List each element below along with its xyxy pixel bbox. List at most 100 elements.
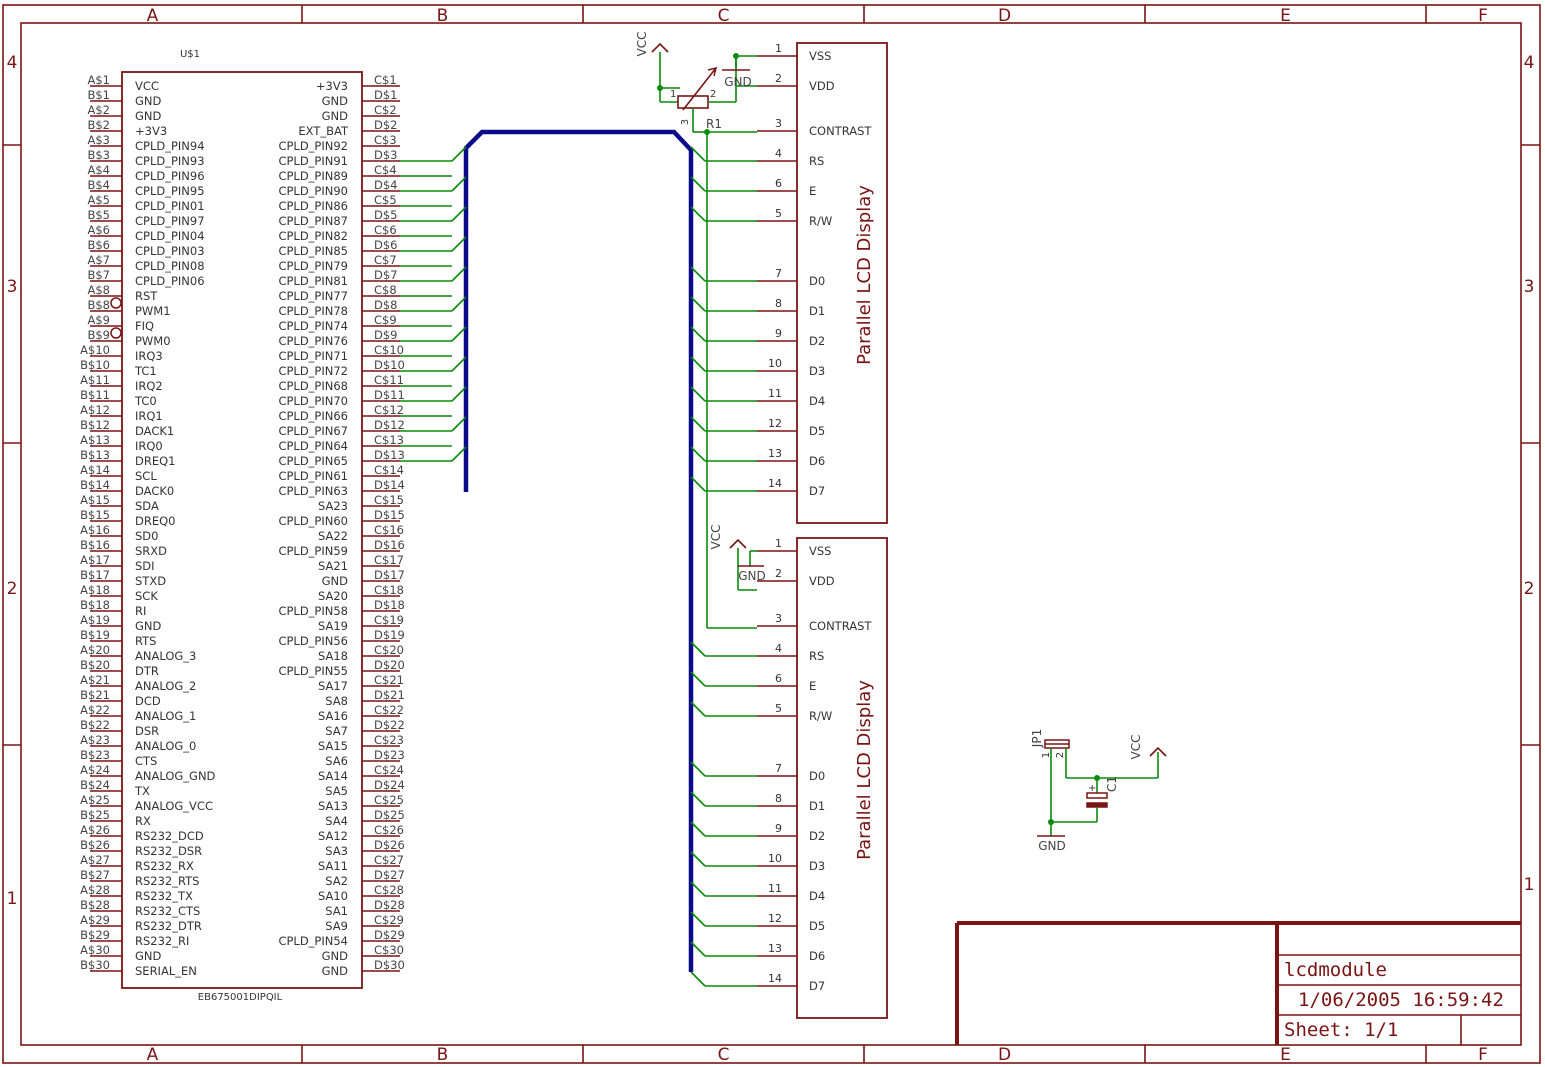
lcd-pin-name: D0 — [809, 769, 825, 783]
column-label-top: A — [147, 6, 159, 26]
lcd-pin-name: D3 — [809, 859, 825, 873]
u1-pad-label-left: B$30 — [80, 958, 110, 972]
u1-pad-label-right: C$6 — [374, 223, 397, 237]
bus-entry-slant — [451, 296, 467, 312]
u1-pin-name-right: SA22 — [318, 529, 348, 543]
u1-pad-label-right: C$28 — [374, 883, 404, 897]
u1-pin-name-left: RS232_DCD — [135, 829, 204, 843]
lcd-pin-number: 13 — [768, 942, 782, 955]
lcd-pin-name: D6 — [809, 949, 825, 963]
u1-pin-name-left: ANALOG_VCC — [135, 799, 213, 813]
u1-pin-name-right: SA3 — [325, 844, 348, 858]
u1-pin-name-left: SDI — [135, 559, 155, 573]
u1-pin-name-right: GND — [322, 574, 349, 588]
u1-pad-label-left: A$15 — [80, 493, 110, 507]
u1-pad-label-left: B$17 — [80, 568, 110, 582]
u1-pad-label-left: B$28 — [80, 898, 110, 912]
lcd-pin-number: 13 — [768, 447, 782, 460]
u1-pin-name-left: DACK1 — [135, 424, 174, 438]
lcd-body — [796, 537, 888, 1019]
lcd-bus-tap — [690, 971, 706, 987]
wires — [400, 129, 757, 987]
u1-pad-label-right: C$17 — [374, 553, 404, 567]
u1-pad-label-left: B$3 — [87, 148, 110, 162]
lcd-pin-number: 7 — [775, 762, 782, 775]
u1-pin-name-left: DTR — [135, 664, 159, 678]
u1-pin-name-right: SA20 — [318, 589, 348, 603]
column-label-bottom: C — [718, 1045, 730, 1065]
r1-arrow-head — [707, 66, 718, 77]
u1-pad-label-left: A$16 — [80, 523, 110, 537]
u1-pad-label-left: A$9 — [87, 313, 110, 327]
lcd-pin-name: R/W — [809, 709, 832, 723]
u1-pin-name-right: CPLD_PIN54 — [278, 934, 348, 948]
u1-pad-label-left: B$26 — [80, 838, 110, 852]
u1-pin-name-right: SA1 — [325, 904, 348, 918]
u1-pin-name-right: CPLD_PIN66 — [278, 409, 348, 423]
u1-pad-label-left: A$7 — [87, 253, 110, 267]
outer-border — [2, 4, 1541, 1064]
lcd-pin-name: D4 — [809, 394, 825, 408]
u1-pin-name-left: RST — [135, 289, 158, 303]
vcc-label: VCC — [635, 32, 649, 57]
u1-pad-label-right: D$28 — [374, 898, 405, 912]
u1-pad-label-right: C$2 — [374, 103, 397, 117]
r1-pin2-label: 2 — [710, 89, 716, 100]
u1-pin-name-left: DCD — [135, 694, 161, 708]
u1-pad-label-right: D$11 — [374, 388, 405, 402]
column-label-top: B — [437, 6, 449, 26]
lcd-bus-tap — [690, 176, 706, 192]
column-label-top: C — [718, 6, 730, 26]
u1-pin-name-left: IRQ1 — [135, 409, 163, 423]
u1-pad-label-right: D$10 — [374, 358, 405, 372]
u1-pin-name-right: CPLD_PIN77 — [278, 289, 348, 303]
u1-pad-label-right: D$21 — [374, 688, 405, 702]
u1-pad-label-left: A$28 — [80, 883, 110, 897]
lcd-display-1[interactable]: 1VSS2VDD3CONTRAST4RS6E5R/W7D08D19D210D31… — [757, 42, 888, 524]
u1-pin-name-left: DACK0 — [135, 484, 174, 498]
u1-pad-label-right: C$16 — [374, 523, 404, 537]
u1-pad-label-left: B$16 — [80, 538, 110, 552]
lcd-bus-tap — [690, 671, 706, 687]
row-label-left: 3 — [7, 277, 18, 297]
lcd-bus-tap — [690, 821, 706, 837]
lcd-pin-name: D5 — [809, 919, 825, 933]
u1-pad-label-right: C$12 — [374, 403, 404, 417]
u1-pin-name-right: CPLD_PIN87 — [278, 214, 348, 228]
u1-pin-name-right: GND — [322, 949, 349, 963]
lcd-pin-number: 6 — [775, 672, 782, 685]
column-label-bottom: E — [1280, 1045, 1291, 1065]
r1-pin3-label: 3 — [680, 119, 691, 125]
u1-pad-label-left: A$30 — [80, 943, 110, 957]
lcd-pin-number: 8 — [775, 792, 782, 805]
u1-pad-label-left: B$21 — [80, 688, 110, 702]
u1-pad-label-right: C$14 — [374, 463, 404, 477]
u1-pin-name-left: TC1 — [134, 364, 157, 378]
u1-pad-label-right: D$22 — [374, 718, 405, 732]
u1-pad-label-left: A$12 — [80, 403, 110, 417]
u1-pin-name-left: TX — [134, 784, 150, 798]
u1-pad-label-right: C$4 — [374, 163, 397, 177]
u1-pin-name-right: CPLD_PIN90 — [278, 184, 348, 198]
u1-pin-name-right: CPLD_PIN74 — [278, 319, 348, 333]
u1-pin-name-right: SA12 — [318, 829, 348, 843]
row-label-right: 1 — [1524, 875, 1535, 895]
junction — [1094, 775, 1100, 781]
vcc2-arrow — [729, 538, 747, 549]
u1-pin-name-right: CPLD_PIN85 — [278, 244, 348, 258]
u1-pin-name-right: SA13 — [318, 799, 348, 813]
u1-pin-name-right: CPLD_PIN78 — [278, 304, 348, 318]
u1-pin-name-right: CPLD_PIN56 — [278, 634, 348, 648]
u1-pin-name-right: SA8 — [325, 694, 348, 708]
u1-pin-name-right: CPLD_PIN71 — [278, 349, 348, 363]
lcd-display-2[interactable]: 1VSS2VDD3CONTRAST4RS6E5R/W7D08D19D210D31… — [757, 537, 888, 1019]
u1-pin-name-right: CPLD_PIN82 — [278, 229, 348, 243]
c1-plate-top — [1086, 792, 1108, 799]
lcd-pin-name: D1 — [809, 304, 825, 318]
u1-body — [121, 71, 363, 989]
u1-pin-name-right: CPLD_PIN58 — [278, 604, 348, 618]
u1-pad-label-left: B$22 — [80, 718, 110, 732]
